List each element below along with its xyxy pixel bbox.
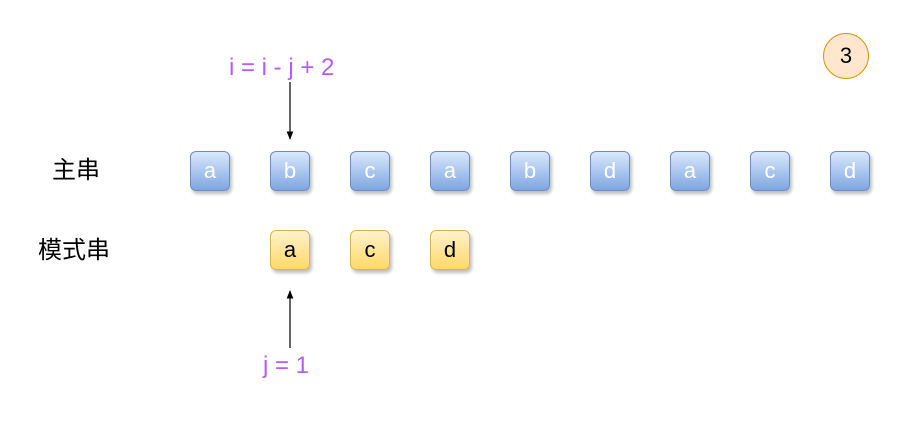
pattern-char-box: a [270, 230, 310, 270]
step-badge: 3 [823, 33, 869, 79]
main-char-box: c [750, 151, 790, 191]
main-char-box: b [270, 151, 310, 191]
pattern-char-box: c [350, 230, 390, 270]
step-number: 3 [839, 43, 853, 68]
main-char-box: a [190, 151, 230, 191]
pattern-string-label: 模式串 [38, 236, 110, 264]
main-char-box: a [670, 151, 710, 191]
pattern-char-box: d [430, 230, 470, 270]
main-char-box: a [430, 151, 470, 191]
main-char-box: c [350, 151, 390, 191]
main-char-box: d [830, 151, 870, 191]
main-string-label: 主串 [52, 156, 100, 184]
pointer-i-label: i = i - j + 2 [229, 54, 335, 81]
pointer-j-label: j = 1 [263, 352, 310, 379]
main-char-box: d [590, 151, 630, 191]
main-char-box: b [510, 151, 550, 191]
